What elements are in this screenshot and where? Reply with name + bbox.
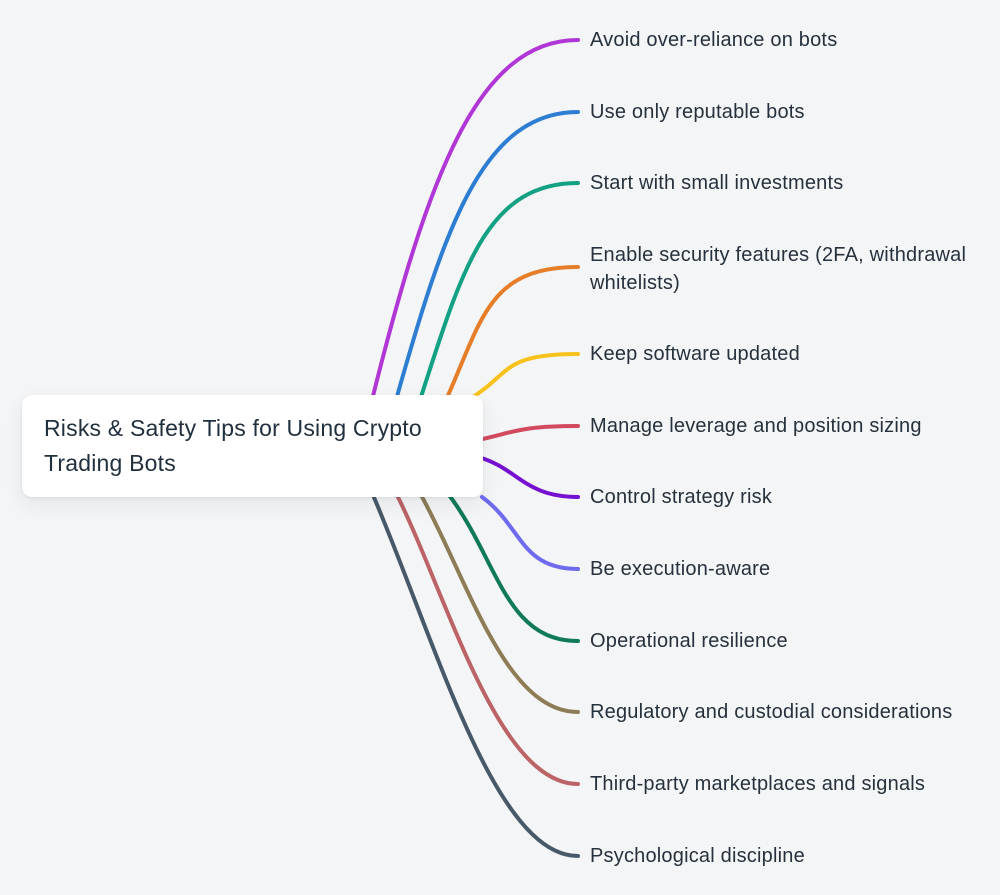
branch-node-security-features[interactable]: Enable security features (2FA, withdrawa… <box>590 244 967 294</box>
branch-line-avoid-over-reliance <box>370 38 580 402</box>
branch-node-execution-aware[interactable]: Be execution-aware <box>590 558 771 580</box>
branch-node-software-updated[interactable]: Keep software updated <box>590 343 800 365</box>
branch-line-third-party <box>395 493 580 786</box>
branch-line-software-updated <box>466 352 580 402</box>
branch-node-reputable-bots[interactable]: Use only reputable bots <box>590 101 805 123</box>
branch-node-regulatory-custodial[interactable]: Regulatory and custodial considerations <box>590 701 953 723</box>
branch-node-strategy-risk[interactable]: Control strategy risk <box>590 486 773 508</box>
branch-line-psychological <box>371 493 580 858</box>
branch-line-leverage-sizing <box>476 424 580 442</box>
branch-node-leverage-sizing[interactable]: Manage leverage and position sizing <box>590 415 922 437</box>
branch-node-operational-resilience[interactable]: Operational resilience <box>590 630 788 652</box>
branch-node-third-party[interactable]: Third-party marketplaces and signals <box>590 773 926 795</box>
branch-line-operational-resilience <box>447 493 580 643</box>
branch-node-psychological[interactable]: Psychological discipline <box>590 845 805 867</box>
branch-line-strategy-risk <box>476 455 580 499</box>
branch-line-reputable-bots <box>394 110 580 402</box>
branch-node-small-investments[interactable]: Start with small investments <box>590 172 844 194</box>
root-node[interactable]: Risks & Safety Tips for Using Crypto Tra… <box>22 395 483 497</box>
root-node-title: Risks & Safety Tips for Using Crypto Tra… <box>44 415 422 476</box>
branch-line-small-investments <box>418 181 580 402</box>
branch-line-regulatory-custodial <box>419 493 580 714</box>
branch-node-avoid-over-reliance[interactable]: Avoid over-reliance on bots <box>590 29 838 51</box>
branch-line-execution-aware <box>480 495 580 571</box>
branch-line-security-features <box>444 265 580 402</box>
